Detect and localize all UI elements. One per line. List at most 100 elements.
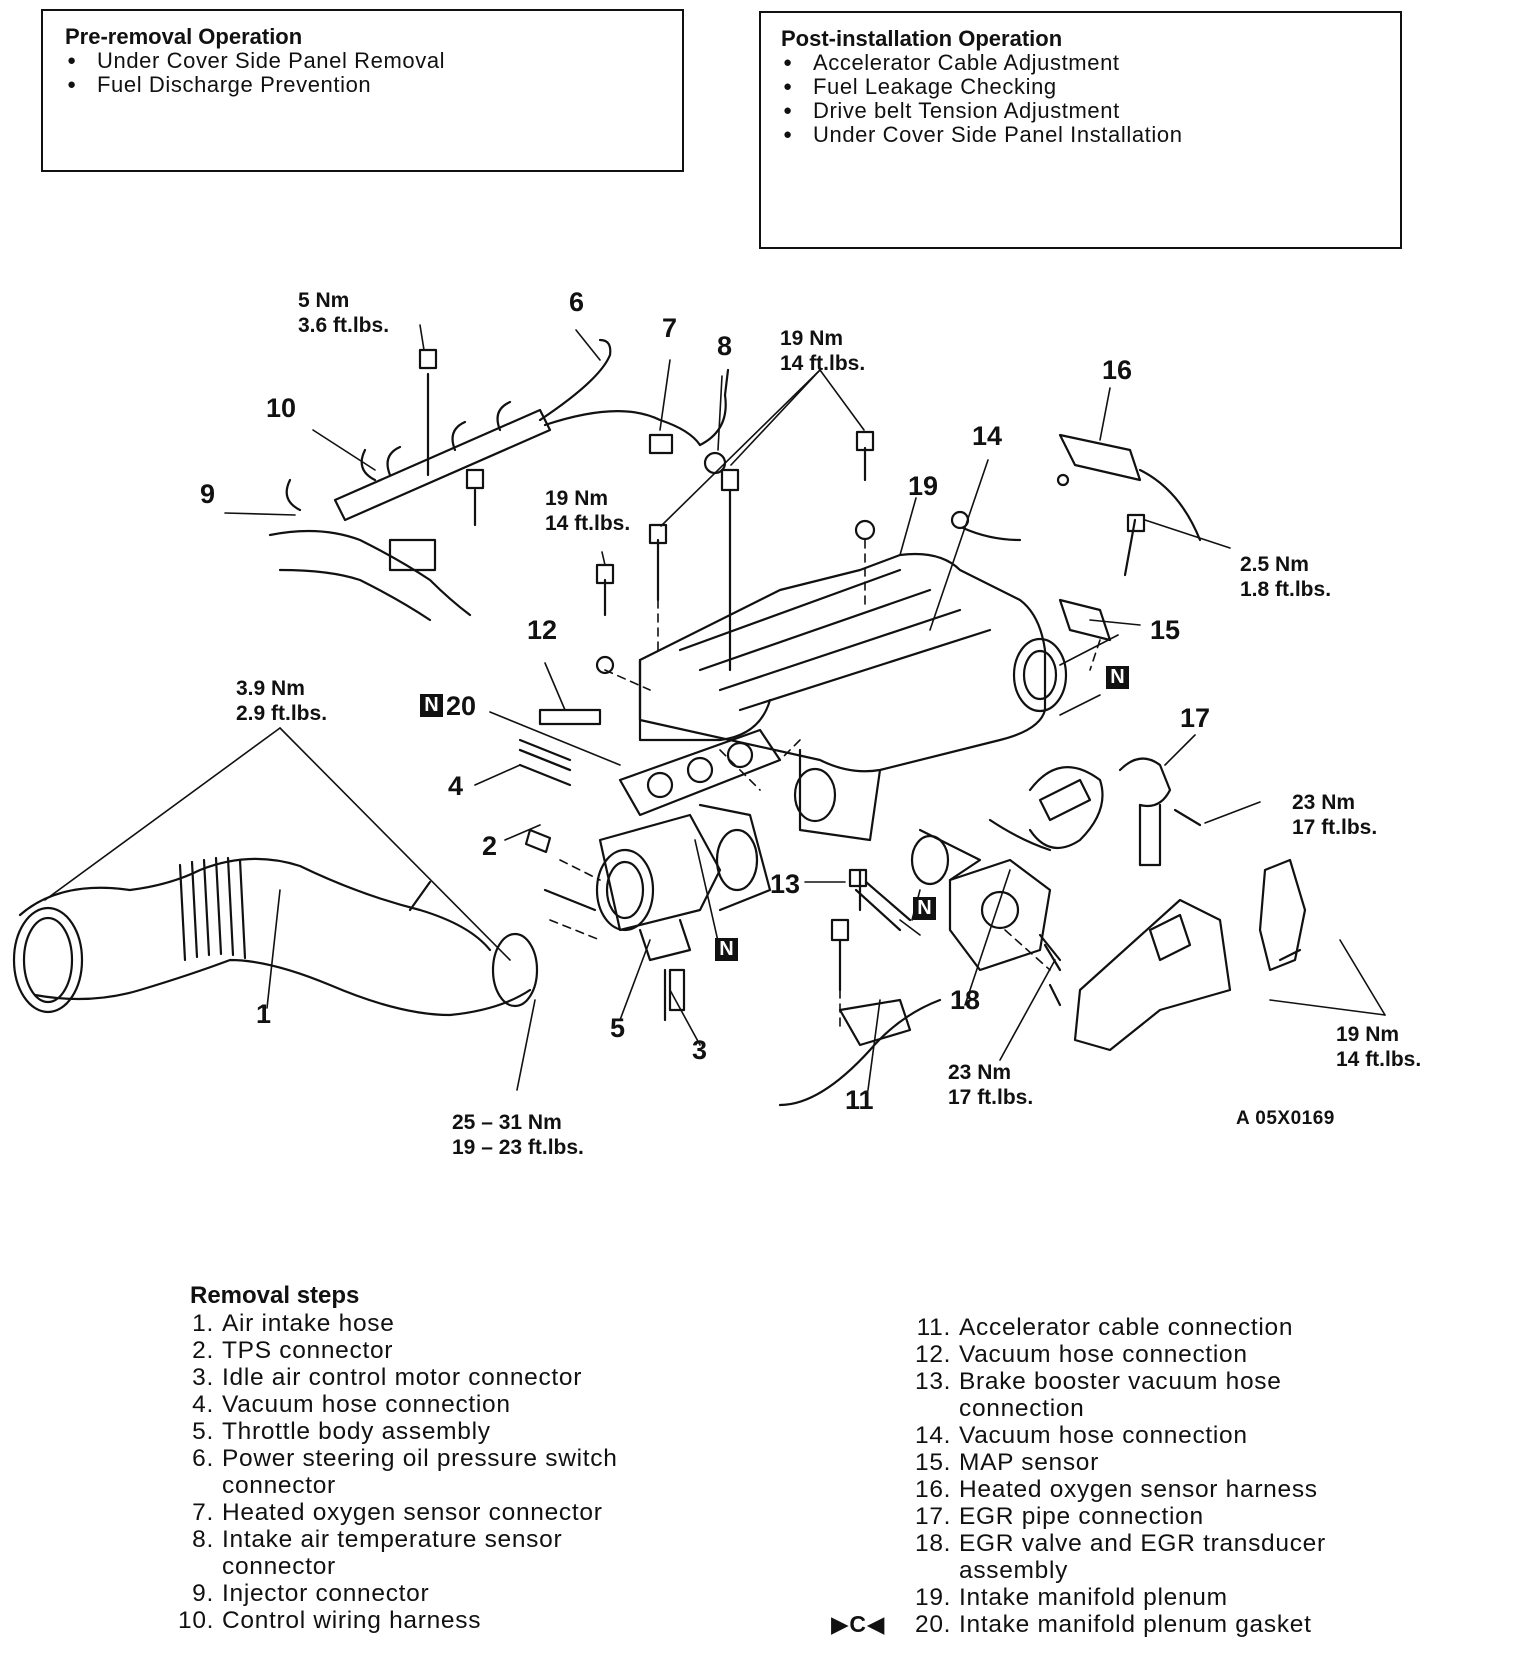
step-number: 3.	[192, 1364, 214, 1391]
pre-removal-list: Under Cover Side Panel Removal Fuel Disc…	[65, 49, 682, 98]
step-text: MAP sensor	[959, 1449, 1099, 1476]
vacuum-hose-12-drawing	[538, 708, 602, 726]
step-text: Injector connector	[222, 1580, 430, 1607]
callout-12: 12	[527, 615, 558, 645]
callout-9: 9	[200, 479, 216, 509]
diagram-reference-code: A 05X0169	[1236, 1108, 1335, 1129]
torque-ftlbs: 17 ft.lbs.	[1292, 816, 1378, 839]
step-number: 17.	[915, 1503, 952, 1530]
step-text: EGR pipe connection	[959, 1503, 1204, 1530]
callout-19: 19	[908, 471, 939, 501]
fuel-rail-drawing	[268, 338, 730, 622]
pre-removal-panel: Pre-removal Operation Under Cover Side P…	[41, 9, 684, 172]
torque-nm: 19 Nm	[545, 487, 609, 510]
list-item: 19. Intake manifold plenum	[915, 1584, 1435, 1611]
step-text: Control wiring harness	[222, 1607, 482, 1634]
list-item: 7.Heated oxygen sensor connector	[178, 1499, 698, 1526]
callout-5: 5	[610, 1013, 626, 1043]
step-number: 12.	[915, 1341, 952, 1368]
list-item: 2.TPS connector	[178, 1337, 698, 1364]
removal-steps-list-right: 11. Accelerator cable connection 12. Vacuu…	[831, 1314, 1435, 1638]
torque-nm: 5 Nm	[298, 289, 350, 312]
step-text: Vacuum hose connection	[959, 1341, 1248, 1368]
callout-6: 6	[569, 287, 585, 317]
installation-marker-c: ▶C◀	[831, 1611, 886, 1637]
callout-3: 3	[692, 1035, 708, 1065]
torque-label-2-5nm: 2.5 Nm 1.8 ft.lbs.	[1240, 552, 1331, 602]
step-text: Brake booster vacuum hose connection	[959, 1368, 1282, 1422]
torque-label-19nm-top: 19 Nm 14 ft.lbs.	[780, 326, 865, 376]
oxygen-sensor-harness-drawing	[1056, 433, 1202, 542]
list-item: 17. EGR pipe connection	[915, 1503, 1435, 1530]
post-installation-item: Accelerator Cable Adjustment	[781, 51, 1400, 76]
bracket-drawing	[1048, 858, 1307, 1052]
non-reusable-mark: N	[715, 938, 738, 961]
callout-15: 15	[1150, 615, 1181, 645]
post-installation-item: Drive belt Tension Adjustment	[781, 99, 1400, 124]
list-item: 14. Vacuum hose connection	[915, 1422, 1435, 1449]
torque-ftlbs: 14 ft.lbs.	[780, 352, 866, 375]
removal-steps-list-left: 1.Air intake hose 2.TPS connector 3.Idle…	[178, 1310, 698, 1634]
torque-label-25-31nm: 25 – 31 Nm 19 – 23 ft.lbs.	[452, 1110, 584, 1160]
step-number: 16.	[915, 1476, 952, 1503]
list-item: 4. Vacuum hose connection	[178, 1391, 698, 1418]
exploded-view-diagram: 5 Nm 3.6 ft.lbs. 19 Nm 14 ft.lbs. 19 Nm …	[0, 270, 1536, 1220]
step-text: Vacuum hose connection	[959, 1422, 1248, 1449]
step-number: 10.	[178, 1607, 215, 1634]
egr-pipe-drawing	[1118, 757, 1202, 867]
step-text: Air intake hose	[222, 1310, 395, 1337]
pre-removal-item: Under Cover Side Panel Removal	[65, 49, 682, 74]
step-number: 5.	[192, 1418, 214, 1445]
callout-11: 11	[845, 1085, 874, 1115]
callout-18: 18	[950, 985, 981, 1015]
list-item: 13.Brake booster vacuum hose connection	[915, 1368, 1435, 1422]
post-installation-list: Accelerator Cable Adjustment Fuel Leakag…	[781, 51, 1400, 148]
callout-14: 14	[972, 421, 1003, 451]
torque-label-3-9nm: 3.9 Nm 2.9 ft.lbs.	[236, 676, 327, 726]
torque-nm: 3.9 Nm	[236, 677, 305, 700]
leader-lines	[44, 324, 1386, 1091]
callout-8: 8	[717, 331, 733, 361]
plenum-gasket-drawing	[618, 728, 782, 817]
step-number: 18.	[915, 1530, 952, 1557]
step-text: Accelerator cable connection	[959, 1314, 1294, 1341]
torque-nm: 23 Nm	[948, 1061, 1012, 1084]
torque-nm: 2.5 Nm	[1240, 553, 1309, 576]
step-number: 20.	[915, 1611, 952, 1638]
step-number: 14.	[915, 1422, 952, 1449]
torque-ftlbs: 3.6 ft.lbs.	[298, 314, 390, 337]
step-text: Vacuum hose connection	[222, 1391, 511, 1418]
torque-label-19nm-mid: 19 Nm 14 ft.lbs.	[545, 486, 630, 536]
step-number: 4.	[192, 1391, 214, 1418]
list-item: 8.Intake air temperature sensor connecto…	[178, 1526, 698, 1580]
brake-booster-hose-drawing	[848, 868, 912, 932]
callout-20: 20	[446, 691, 477, 721]
list-item: 18. EGR valve and EGR transducer assembly	[915, 1530, 1435, 1584]
step-number: 11.	[916, 1314, 951, 1341]
list-item: ▶C◀ 20. Intake manifold plenum gasket	[831, 1611, 1435, 1638]
torque-label-5nm: 5 Nm 3.6 ft.lbs.	[298, 288, 389, 338]
step-text: EGR valve and EGR transducer assembly	[959, 1530, 1326, 1584]
removal-steps-title: Removal steps	[190, 1282, 360, 1309]
step-text: Intake manifold plenum gasket	[959, 1611, 1312, 1638]
air-intake-hose-drawing	[12, 856, 539, 1017]
non-reusable-mark: N	[420, 694, 443, 717]
step-text: Heated oxygen sensor connector	[222, 1499, 603, 1526]
list-item: 15.MAP sensor	[915, 1449, 1435, 1476]
callout-16: 16	[1102, 355, 1133, 385]
list-item: 16.Heated oxygen sensor harness	[915, 1476, 1435, 1503]
non-reusable-mark: N	[1106, 666, 1129, 689]
torque-ftlbs: 14 ft.lbs.	[545, 512, 631, 535]
callout-13: 13	[770, 869, 801, 899]
step-text: Power steering oil pressure switch conne…	[222, 1445, 618, 1499]
diagram-drawing	[12, 324, 1386, 1107]
torque-ftlbs: 19 – 23 ft.lbs.	[452, 1136, 584, 1159]
step-number: 19.	[915, 1584, 952, 1611]
egr-valve-drawing	[910, 766, 1104, 972]
step-text: Intake manifold plenum	[959, 1584, 1228, 1611]
intake-plenum-drawing	[595, 430, 1068, 842]
torque-label-19nm-right: 19 Nm 14 ft.lbs.	[1336, 1022, 1421, 1072]
torque-nm: 25 – 31 Nm	[452, 1111, 562, 1134]
callout-1: 1	[256, 999, 272, 1029]
list-item: 11. Accelerator cable connection	[915, 1314, 1435, 1341]
